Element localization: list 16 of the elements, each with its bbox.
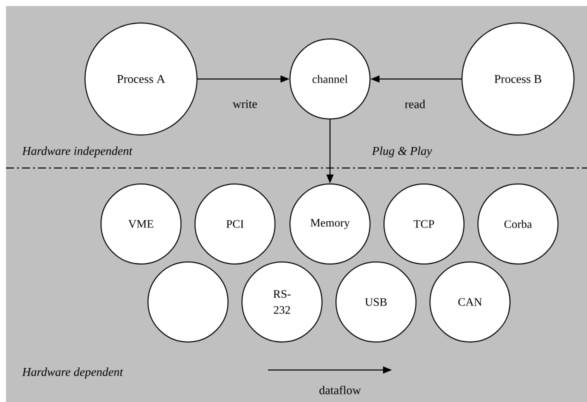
circle-node: VME	[100, 184, 182, 264]
region-label: Plug & Play	[372, 146, 432, 158]
circle-node	[148, 262, 228, 342]
circle-node: channel	[290, 38, 370, 120]
region-label: Hardware dependent	[22, 368, 124, 378]
circle-node: Memory	[290, 184, 370, 264]
circle-node: RS-232	[242, 262, 322, 342]
circle-node: TCP	[384, 184, 464, 264]
arrow-label: dataflow	[319, 386, 361, 394]
circle-node: USB	[336, 262, 416, 342]
circle-node: PCI	[194, 184, 276, 264]
circle-node: Corba	[478, 184, 558, 264]
region-label: Hardware independent	[22, 146, 133, 158]
edge-label: read	[404, 100, 426, 108]
circle-node: CAN	[430, 262, 510, 342]
edge-label: write	[232, 100, 257, 108]
